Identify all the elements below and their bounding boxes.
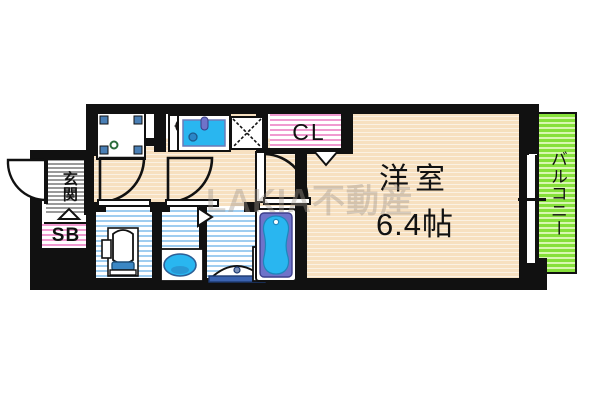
entrance-step-marker [56, 207, 82, 220]
bath-door[interactable] [196, 206, 216, 230]
wall-toilet-right [152, 206, 162, 284]
wall-entrance-right [84, 155, 94, 215]
closet-fill [270, 114, 348, 150]
balcony-floor [537, 112, 577, 274]
shoe-box-label: SB [51, 225, 81, 247]
closet-opening-marker [311, 150, 341, 167]
entrance-door[interactable] [2, 158, 48, 212]
main-room-size: 6.4帖 [375, 206, 455, 242]
wall-balcony-top [519, 104, 539, 154]
closet-label: CL [292, 118, 326, 145]
basin-bowl [160, 248, 204, 282]
kitchen-sink [177, 114, 231, 152]
wall-bath-left [199, 206, 207, 284]
wall-left-upper [86, 104, 96, 156]
toilet [100, 224, 150, 280]
balcony-window-mullion [518, 198, 546, 201]
wall-corridor-bottom-c [244, 202, 260, 212]
refrigerator-space [230, 116, 264, 150]
bathtub [255, 208, 297, 282]
wall-bath-right [295, 206, 307, 284]
main-room-name: 洋室 [379, 163, 451, 197]
wall-left-corner [30, 150, 94, 160]
washing-machine [96, 112, 146, 160]
wall-closet-right [341, 106, 353, 154]
balcony-label: バルコニー [547, 149, 567, 237]
bedroom-door[interactable] [255, 151, 312, 208]
wall-right [519, 104, 529, 284]
shoe-box-fill [40, 224, 92, 248]
wall-closet-bottom [268, 148, 348, 154]
entrance-label: 玄関 [60, 170, 78, 202]
wall-entrance-lower [30, 248, 94, 290]
wall-right-bottom-nub [519, 258, 547, 290]
washroom-door[interactable] [165, 156, 222, 208]
toilet-door[interactable] [97, 156, 154, 208]
wall-toilet-left [86, 202, 96, 284]
wall-top [92, 104, 539, 114]
balcony-window [525, 155, 537, 263]
